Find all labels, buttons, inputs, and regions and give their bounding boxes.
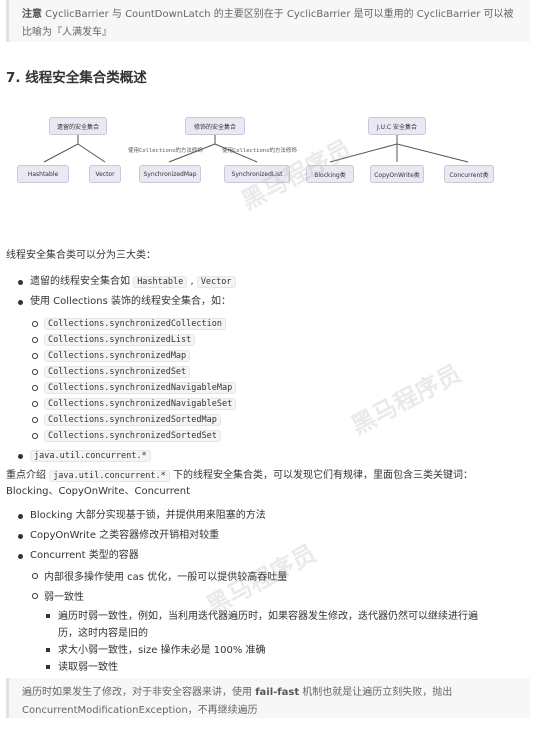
list-item-wrapped: 使用 Collections 装饰的线程安全集合，如： Collections.… — [16, 292, 237, 444]
list-item: Collections.synchronizedMap — [30, 348, 236, 364]
legacy-separator: , — [190, 276, 194, 287]
focus-keywords: Blocking、CopyOnWrite、Concurrent — [6, 486, 190, 497]
list-item: 内部很多操作使用 cas 优化，一般可以提供较高吞吐量 — [30, 568, 516, 588]
edge-legacy-hashtable — [43, 134, 79, 163]
intro-text: 线程安全集合类可以分为三大类： — [6, 250, 156, 261]
edge-label-map: 使用Collections的方法修饰 — [128, 148, 203, 154]
list-item: 求大小弱一致性，size 操作未必是 100% 准确 — [44, 642, 484, 659]
wrapped-text: 使用 Collections 装饰的线程安全集合，如： — [30, 296, 232, 307]
code-wrapped: Collections.synchronizedSortedSet — [44, 430, 221, 442]
note-bold: 注意 — [22, 9, 42, 20]
node-concurrent: Concurrent类 — [444, 165, 494, 183]
wrapped-sublist: Collections.synchronizedCollection Colle… — [30, 316, 237, 444]
weak-consistency-sublist: 遍历时弱一致性，例如，当利用迭代器遍历时，如果容器发生修改，迭代器仍然可以继续进… — [44, 608, 484, 676]
code-wrapped: Collections.synchronizedList — [44, 334, 196, 346]
code-wrapped: Collections.synchronizedNavigableMap — [44, 382, 237, 394]
concurrent-sublist: 内部很多操作使用 cas 优化，一般可以提供较高吞吐量 弱一致性 遍历时弱一致性… — [30, 568, 516, 676]
node-hashtable: Hashtable — [17, 165, 69, 183]
failfast-bold: fail-fast — [255, 687, 300, 698]
list-item: 遍历时弱一致性，例如，当利用迭代器遍历时，如果容器发生修改，迭代器仍然可以继续进… — [44, 608, 484, 642]
code-vector: Vector — [196, 276, 236, 288]
collections-diagram: 遗留的安全集合 修饰的安全集合 J.U.C 安全集合 使用Collections… — [12, 104, 512, 204]
cas-text: 内部很多操作使用 cas 优化，一般可以提供较高吞吐量 — [44, 572, 288, 583]
node-synchronizedmap: SynchronizedMap — [139, 165, 201, 183]
list-item: Collections.synchronizedNavigableMap — [30, 380, 237, 396]
node-blocking: Blocking类 — [306, 165, 354, 183]
node-copyonwrite: CopyOnWrite类 — [370, 165, 424, 183]
edge-juc-blocking — [329, 134, 398, 163]
edge-juc-concurrent — [396, 134, 469, 163]
copyonwrite-text: CopyOnWrite 之类容器修改开销相对较重 — [30, 530, 220, 541]
weak-consistency-text: 弱一致性 — [44, 592, 84, 603]
list-item: Collections.synchronizedSet — [30, 364, 236, 380]
list-item-blocking: Blocking 大部分实现基于锁，并提供用来阻塞的方法 — [16, 506, 516, 526]
code-wrapped: Collections.synchronizedSortedMap — [44, 414, 221, 426]
node-juc: J.U.C 安全集合 — [368, 117, 426, 135]
node-vector: Vector — [89, 165, 121, 183]
list-item: Collections.synchronizedSortedMap — [30, 412, 236, 428]
read-weak-text: 读取弱一致性 — [58, 662, 118, 673]
edge-label-list: 使用Collections的方法修饰 — [222, 148, 297, 154]
node-wrapped: 修饰的安全集合 — [185, 117, 245, 135]
concurrent-text: Concurrent 类型的容器 — [30, 550, 139, 561]
code-wrapped: Collections.synchronizedCollection — [44, 318, 226, 330]
code-wrapped: Collections.synchronizedSet — [44, 366, 191, 378]
list-item-copyonwrite: CopyOnWrite 之类容器修改开销相对较重 — [16, 526, 516, 546]
list-item: Collections.synchronizedNavigableSet — [30, 396, 237, 412]
blocking-text: Blocking 大部分实现基于锁，并提供用来阻塞的方法 — [30, 510, 266, 521]
failfast-suffix: 机制也就是让遍历立刻失败，抛出 ConcurrentModificationEx… — [22, 687, 453, 716]
code-wrapped: Collections.synchronizedNavigableSet — [44, 398, 237, 410]
failfast-quote: 遍历时如果发生了修改，对于非安全容器来讲，使用 fail-fast 机制也就是让… — [6, 678, 530, 718]
node-legacy: 遗留的安全集合 — [49, 117, 107, 135]
watermark-logo: 黑马程序员 — [346, 359, 466, 441]
note-text: CyclicBarrier 与 CountDownLatch 的主要区别在于 C… — [22, 9, 514, 38]
edge-wrapped-list — [214, 134, 258, 163]
code-hashtable: Hashtable — [133, 276, 188, 288]
size-weak-text: 求大小弱一致性，size 操作未必是 100% 准确 — [58, 645, 266, 656]
list-item: Collections.synchronizedCollection — [30, 316, 236, 332]
code-focus: java.util.concurrent.* — [49, 470, 170, 482]
list-item: 读取弱一致性 — [44, 659, 484, 676]
legacy-prefix: 遗留的线程安全集合如 — [30, 276, 130, 287]
diagram-connectors — [43, 134, 469, 163]
note-quote: 注意 CyclicBarrier 与 CountDownLatch 的主要区别在… — [6, 0, 530, 42]
focus-prefix: 重点介绍 — [6, 470, 46, 481]
focus-suffix: 下的线程安全集合类，可以发现它们有规律，里面包含三类关键词： — [172, 470, 473, 481]
list-item: Collections.synchronizedList — [30, 332, 236, 348]
node-synchronizedlist: SynchronizedList — [224, 165, 290, 183]
list-item: 弱一致性 遍历时弱一致性，例如，当利用迭代器遍历时，如果容器发生修改，迭代器仍然… — [30, 588, 516, 676]
section-title: 7. 线程安全集合类概述 — [6, 70, 147, 86]
iteration-weak-text: 遍历时弱一致性，例如，当利用迭代器遍历时，如果容器发生修改，迭代器仍然可以继续进… — [58, 611, 478, 639]
keywords-list: Blocking 大部分实现基于锁，并提供用来阻塞的方法 CopyOnWrite… — [16, 506, 516, 676]
edge-legacy-vector — [77, 134, 106, 163]
focus-text: 重点介绍 java.util.concurrent.* 下的线程安全集合类，可以… — [6, 468, 473, 500]
list-item-legacy: 遗留的线程安全集合如 Hashtable , Vector — [16, 272, 236, 292]
list-item: Collections.synchronizedSortedSet — [30, 428, 236, 444]
failfast-prefix: 遍历时如果发生了修改，对于非安全容器来讲，使用 — [22, 687, 256, 698]
categories-list: 遗留的线程安全集合如 Hashtable , Vector 使用 Collect… — [16, 272, 237, 466]
list-item-concurrent: Concurrent 类型的容器 内部很多操作使用 cas 优化，一般可以提供较… — [16, 546, 516, 676]
code-juc: java.util.concurrent.* — [30, 450, 151, 462]
code-wrapped: Collections.synchronizedMap — [44, 350, 191, 362]
list-item-juc: java.util.concurrent.* — [16, 446, 236, 466]
